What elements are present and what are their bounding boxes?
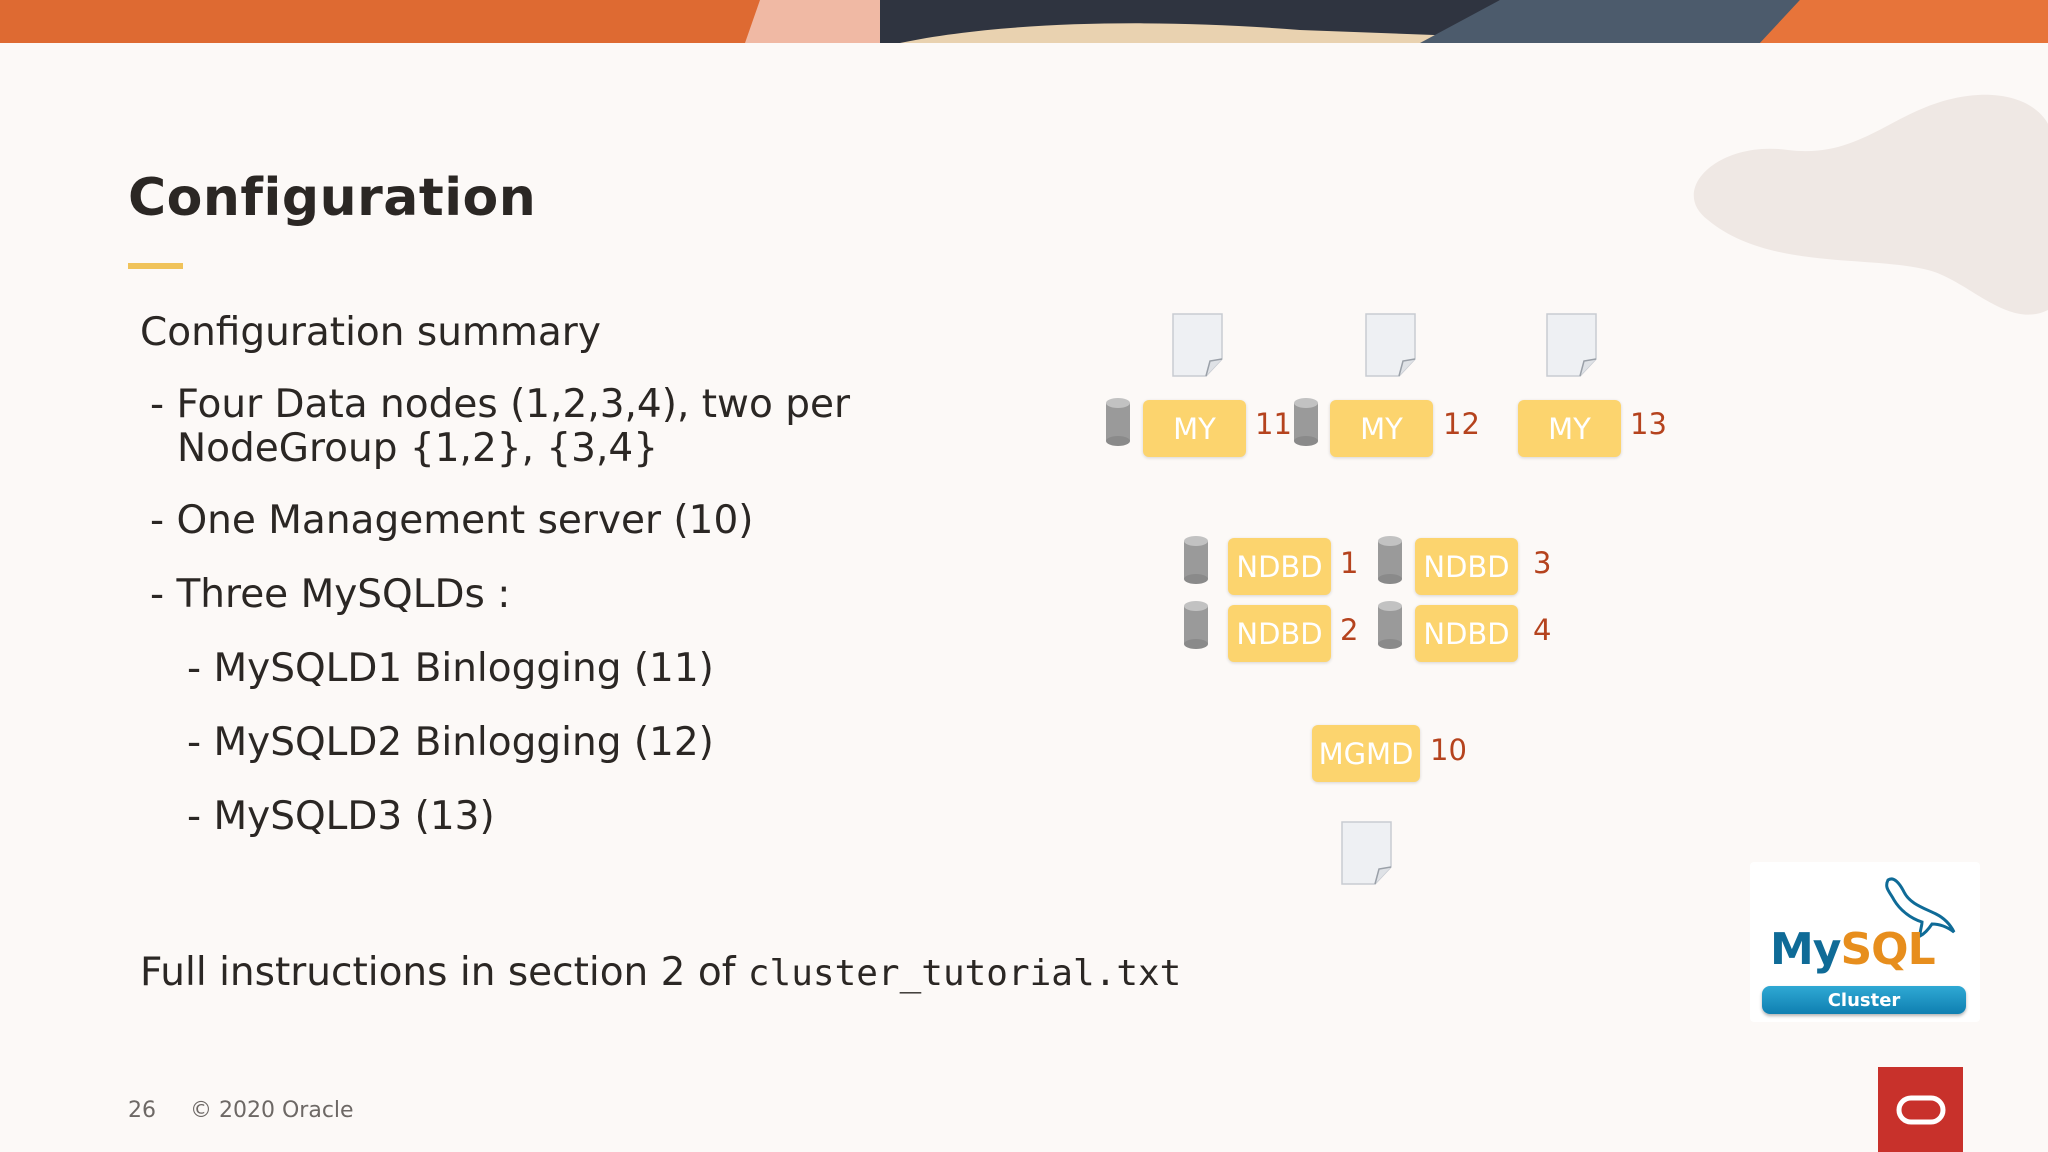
- ndbd-node-box: NDBD: [1228, 538, 1331, 595]
- database-cylinder-icon: [1106, 398, 1130, 446]
- decorative-texture: [1648, 80, 2048, 344]
- cluster-diagram: MY 11 MY 12 MY 13 NDBD 1 NDBD 3 NDBD 2 N…: [1090, 305, 1690, 905]
- config-file-icon: [1341, 821, 1392, 885]
- instructions-note: Full instructions in section 2 of cluste…: [140, 950, 1181, 995]
- bullet-data-nodes: - Four Data nodes (1,2,3,4), two per: [150, 382, 850, 427]
- bullet-mysqlds: - Three MySQLDs :: [150, 572, 511, 617]
- ndbd-node-id: 3: [1533, 546, 1552, 580]
- config-file-icon: [1546, 313, 1597, 377]
- bullet-mysqld3: - MySQLD3 (13): [187, 794, 495, 839]
- mysql-wordmark: MySQL: [1770, 924, 1936, 975]
- database-cylinder-icon: [1184, 601, 1208, 649]
- mysqld-node-id: 12: [1443, 407, 1480, 441]
- config-file-icon: [1365, 313, 1416, 377]
- oracle-o-icon: [1896, 1095, 1945, 1124]
- mysql-wordmark-my: My: [1770, 924, 1841, 975]
- ndbd-node-id: 2: [1340, 613, 1359, 647]
- bullet-data-nodes-cont: NodeGroup {1,2}, {3,4}: [177, 426, 659, 471]
- bullet-mysqld1: - MySQLD1 Binlogging (11): [187, 646, 714, 691]
- dolphin-icon: [1885, 877, 1956, 939]
- cluster-badge: Cluster: [1762, 986, 1966, 1014]
- oracle-logo: [1878, 1067, 1963, 1152]
- instructions-text: Full instructions in section 2 of: [140, 950, 748, 995]
- bullet-management: - One Management server (10): [150, 498, 754, 543]
- database-cylinder-icon: [1184, 536, 1208, 584]
- config-file-icon: [1172, 313, 1223, 377]
- summary-heading: Configuration summary: [140, 310, 601, 355]
- slide-title: Configuration: [128, 168, 537, 228]
- ndbd-node-id: 4: [1533, 613, 1552, 647]
- database-cylinder-icon: [1294, 398, 1318, 446]
- mysqld-node-id: 11: [1255, 407, 1292, 441]
- top-decorative-banner: [0, 0, 2048, 43]
- copyright-text: © 2020 Oracle: [190, 1098, 354, 1123]
- mysqld-node-box: MY: [1330, 400, 1433, 457]
- database-cylinder-icon: [1378, 601, 1402, 649]
- ndbd-node-box: NDBD: [1415, 605, 1518, 662]
- mgmd-node-id: 10: [1430, 733, 1467, 767]
- mysqld-node-box: MY: [1143, 400, 1246, 457]
- database-cylinder-icon: [1378, 536, 1402, 584]
- mysql-cluster-logo: MySQL Cluster: [1750, 862, 1980, 1022]
- mgmd-node-box: MGMD: [1312, 725, 1420, 782]
- bullet-mysqld2: - MySQLD2 Binlogging (12): [187, 720, 714, 765]
- instructions-filename: cluster_tutorial.txt: [747, 953, 1182, 994]
- ndbd-node-box: NDBD: [1415, 538, 1518, 595]
- mysqld-node-id: 13: [1630, 407, 1667, 441]
- ndbd-node-box: NDBD: [1228, 605, 1331, 662]
- mysql-wordmark-sql: SQL: [1840, 924, 1935, 975]
- title-underline: [128, 263, 183, 269]
- page-number: 26: [128, 1098, 156, 1123]
- ndbd-node-id: 1: [1340, 546, 1359, 580]
- mysqld-node-box: MY: [1518, 400, 1621, 457]
